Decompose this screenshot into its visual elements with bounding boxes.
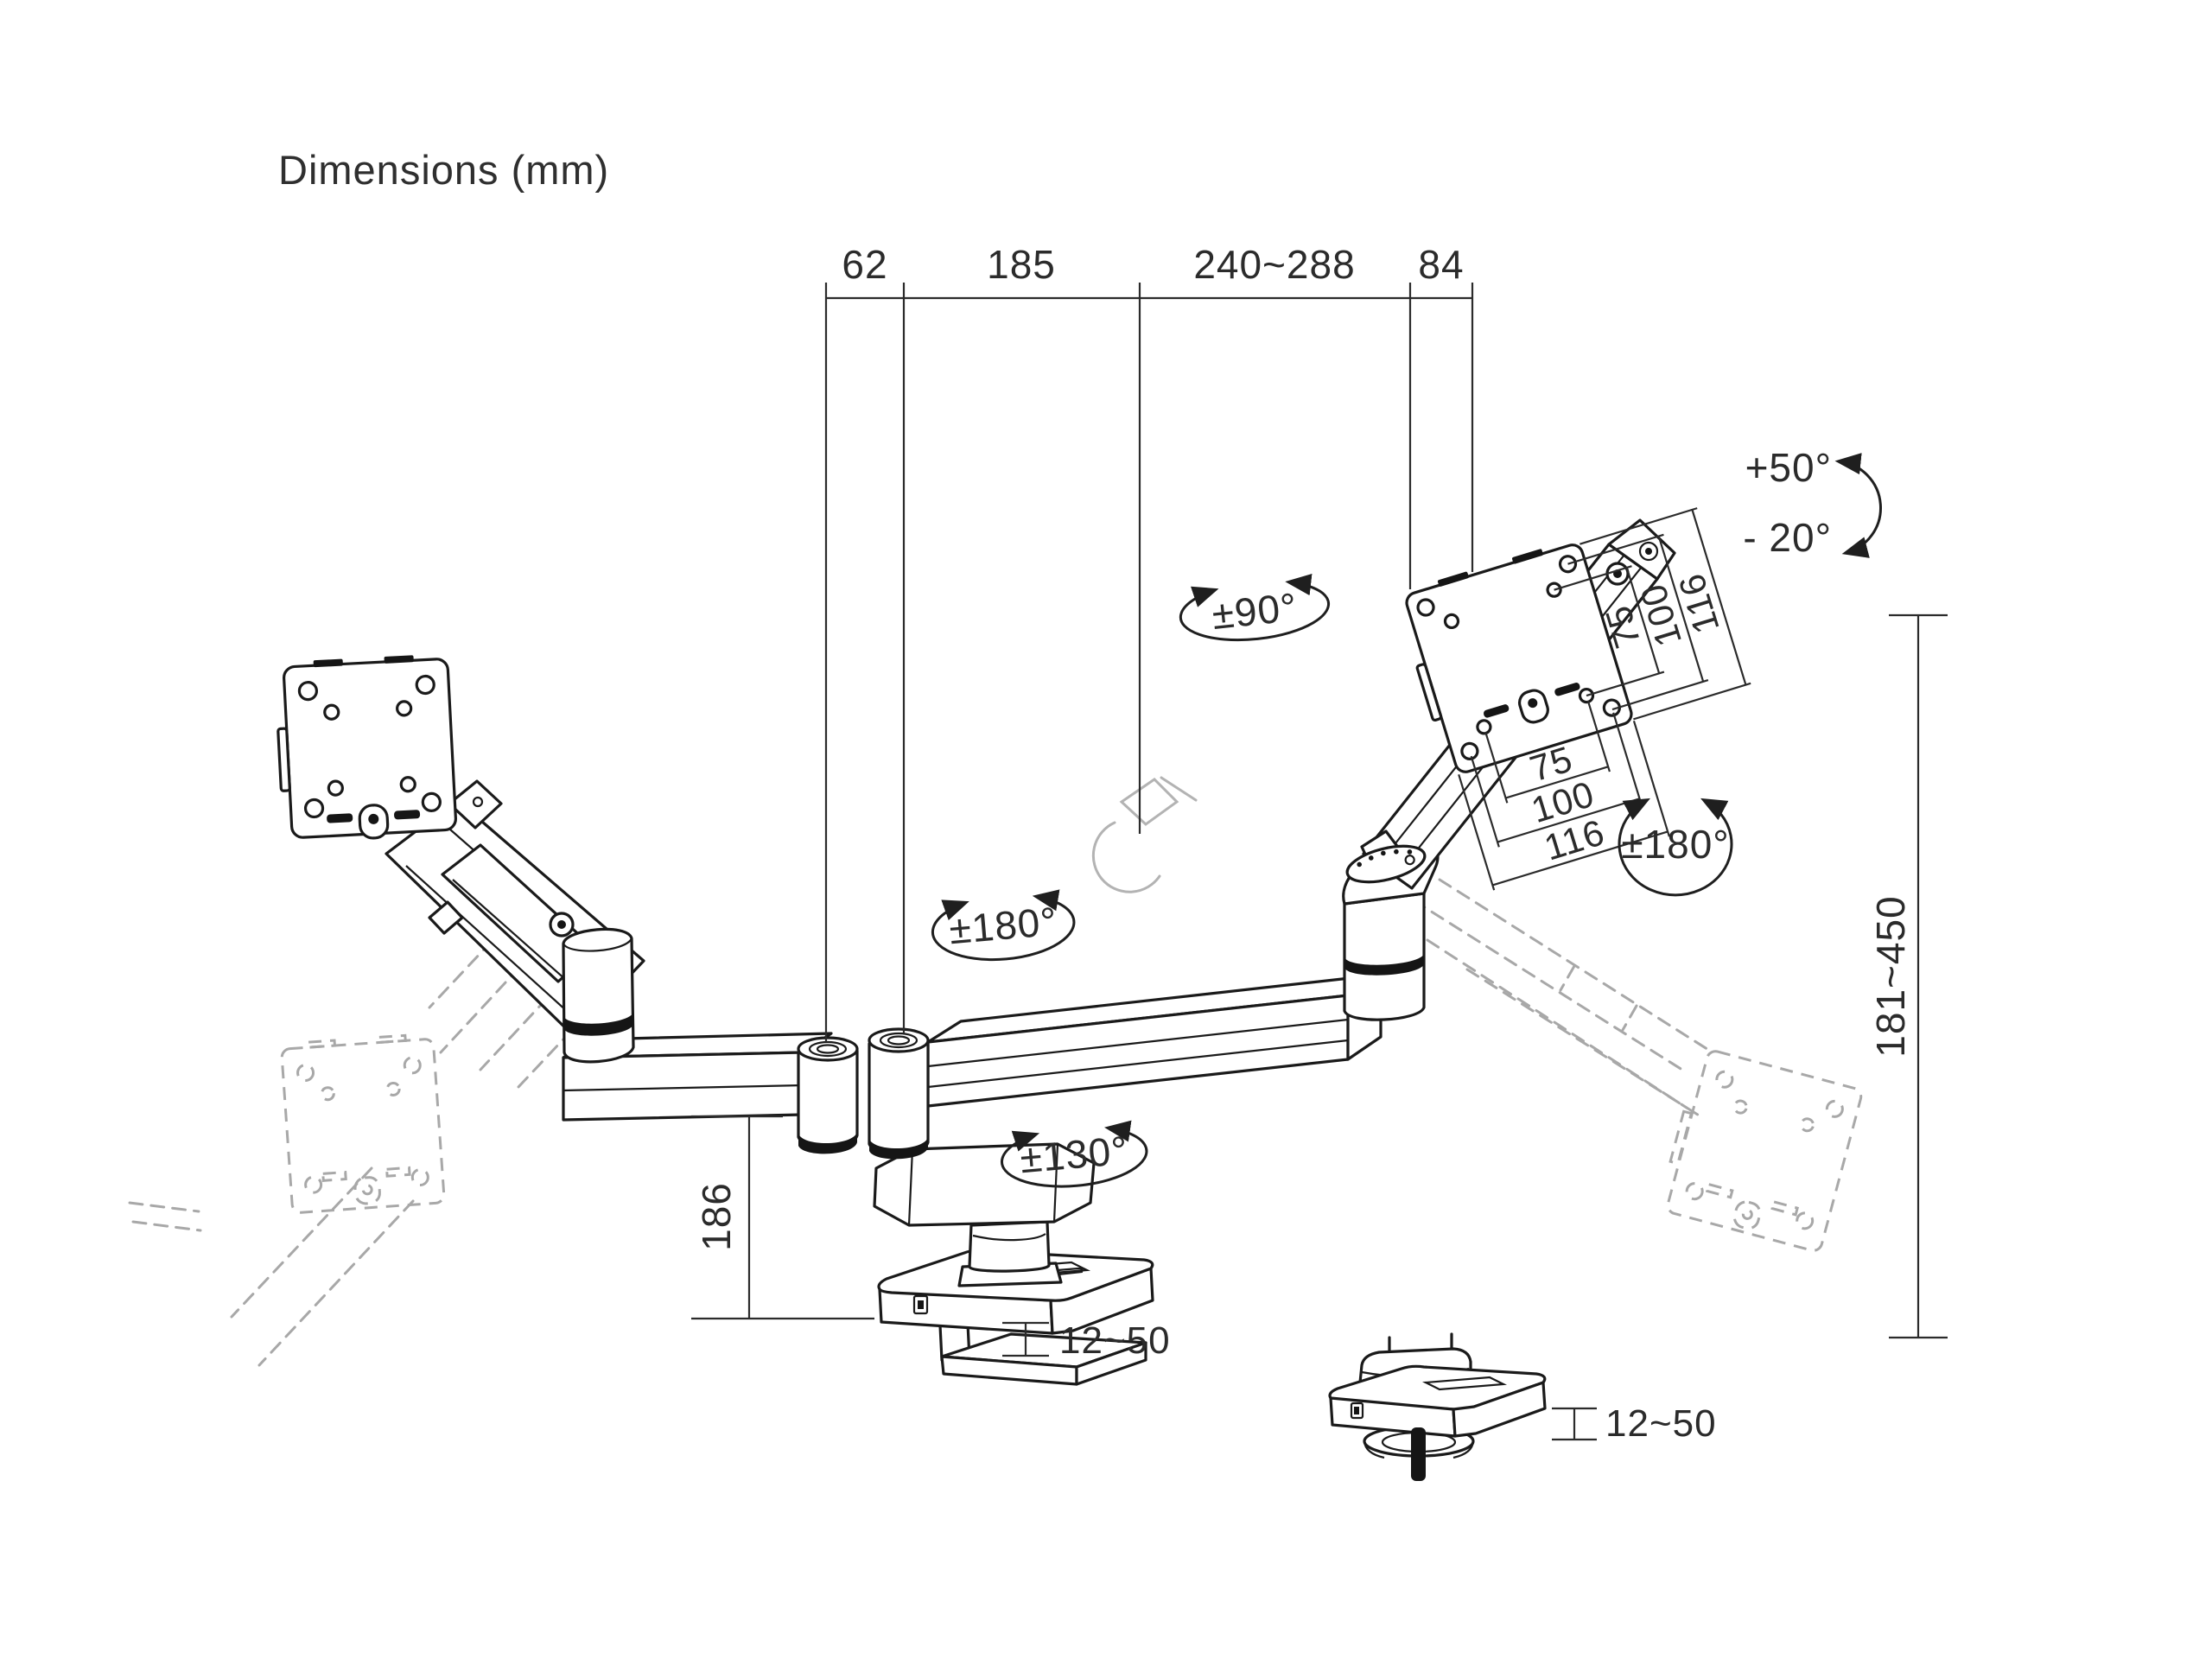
grommet-thickness-dimension: 12~50 (1552, 1402, 1717, 1445)
left-ghost-arm-position (128, 907, 603, 1367)
vesa-dimensions-horizontal: 75 100 116 (1458, 700, 1670, 891)
left-ghost-vesa-plate (280, 1033, 446, 1214)
hex-collar (873, 1142, 1096, 1227)
dim-height-range: 181~450 (1868, 895, 1913, 1057)
dim-top-185: 185 (987, 242, 1056, 287)
dim-top-62: 62 (842, 242, 887, 287)
left-vesa-plate (276, 655, 457, 840)
rotation-tilt-down: - 20° (1743, 515, 1832, 560)
pole-neck (968, 1220, 1051, 1273)
dim-top-240-288: 240~288 (1193, 242, 1355, 287)
arm-rotation-annotation: ±180° (931, 889, 1076, 962)
riser-top-cap (1345, 844, 1427, 884)
tilt-annotation: +50° - 20° (1743, 445, 1882, 560)
top-dimension-chain: 62 185 240~288 84 (824, 242, 1474, 1042)
dim-clamp-thickness: 12~50 (1059, 1319, 1171, 1362)
height-range-dimension: 181~450 (1868, 613, 1948, 1339)
threaded-rod (1411, 1427, 1426, 1481)
rotation-arm: ±180° (947, 899, 1058, 953)
column-height-dimension: 186 (691, 1115, 874, 1320)
desk-clamp-base (873, 1142, 1154, 1386)
right-vesa-plate: 75 100 116 75 100 116 (1405, 507, 1751, 891)
rotation-base: ±130° (1018, 1128, 1129, 1182)
monitor-rotation-annotation: ±180° (1618, 798, 1733, 897)
base-rotation-annotation: ±130° (1000, 1120, 1148, 1188)
center-arm-hubs (797, 1027, 930, 1160)
head-swivel-ghost (1091, 821, 1161, 893)
left-arm-hub (797, 1049, 859, 1148)
rotation-head-swivel: ±90° (1210, 584, 1300, 638)
dim-top-84: 84 (1418, 242, 1464, 287)
grommet-usb-port (1350, 1402, 1364, 1420)
page-title: Dimensions (mm) (278, 147, 609, 193)
dim-column-height: 186 (694, 1182, 739, 1251)
rotation-tilt-up: +50° (1745, 445, 1832, 490)
grommet-mount (1328, 1332, 1547, 1481)
left-gas-spring-arm (385, 779, 645, 1064)
head-swivel-annotation: ±90° (1179, 574, 1331, 642)
clamp-thickness-dimension: 12~50 (1002, 1319, 1171, 1362)
right-arm-hub (868, 1040, 930, 1155)
usb-port (912, 1294, 929, 1315)
right-ghost-vesa-plate (1666, 1050, 1863, 1252)
rotation-monitor: ±180° (1621, 822, 1729, 867)
dim-grommet-thickness: 12~50 (1605, 1402, 1717, 1445)
